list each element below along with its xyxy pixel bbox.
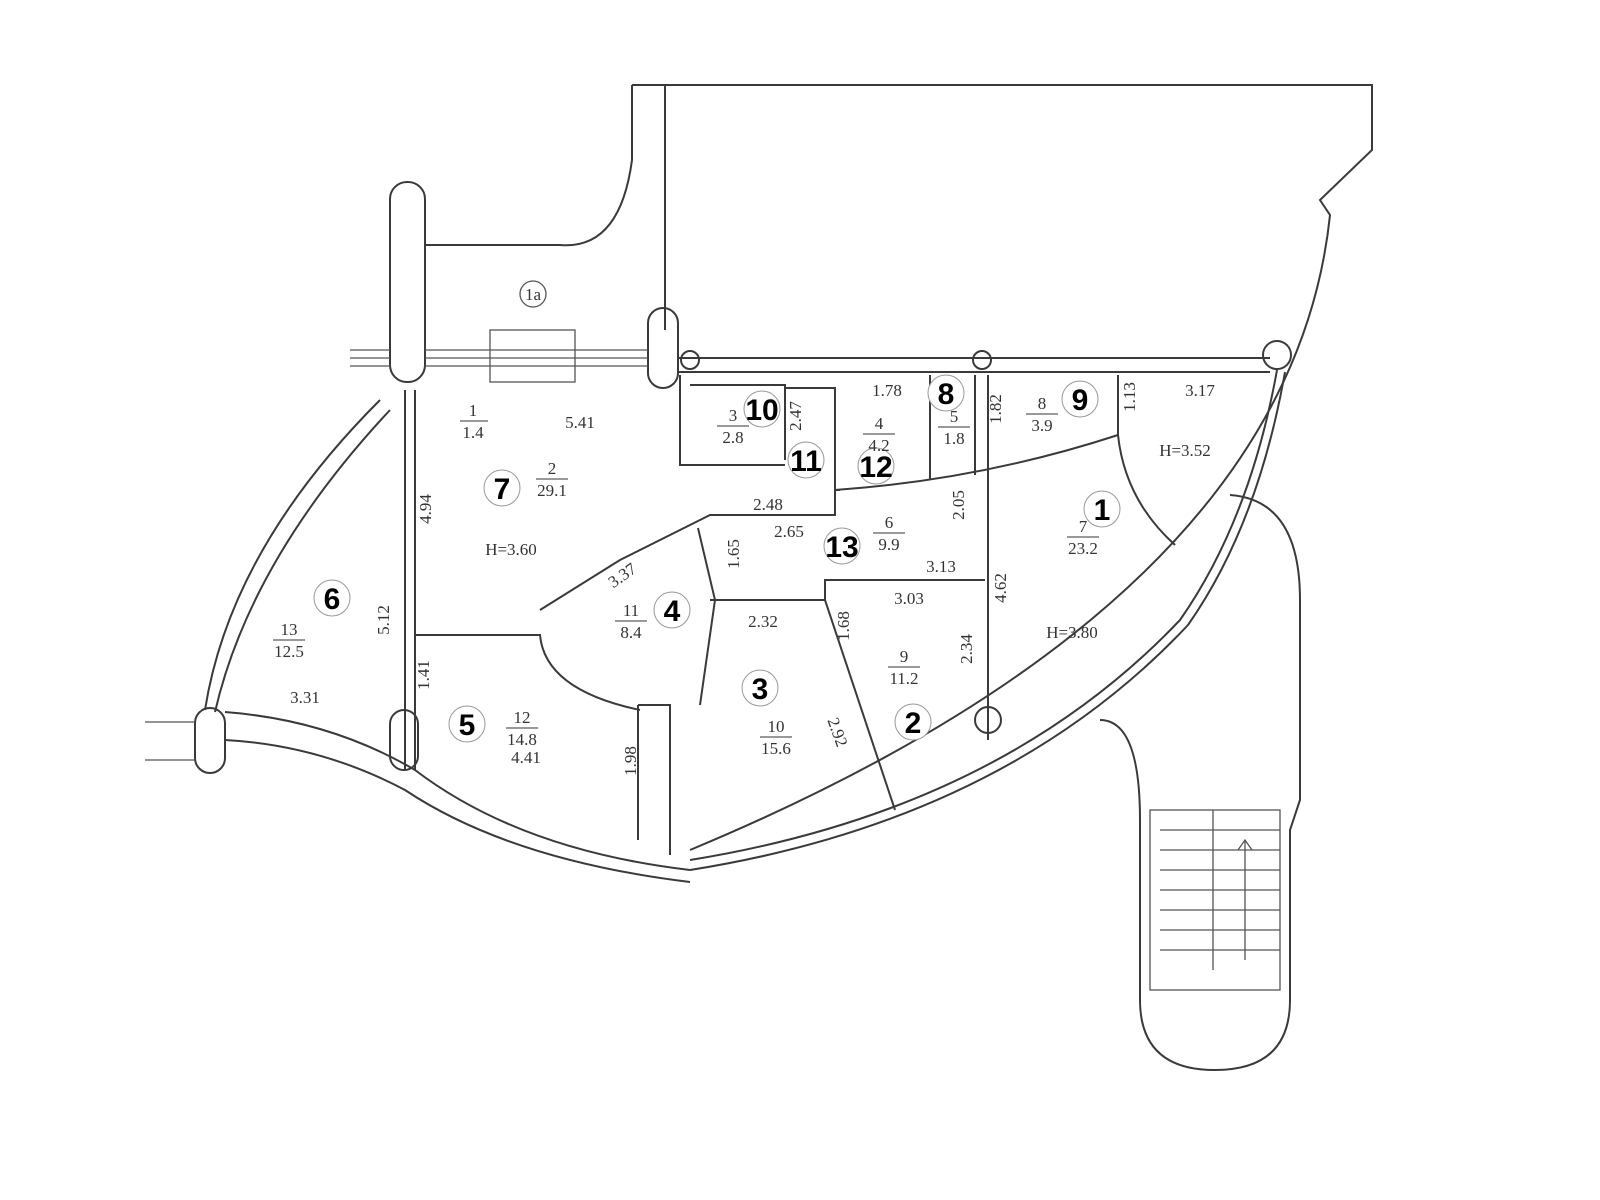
balcony-room-label: 1 1.4 <box>460 401 488 442</box>
room-7: 7 2 29.1 <box>483 459 568 507</box>
room-marker: 11 <box>790 445 822 478</box>
room-marker-circle <box>1083 490 1121 528</box>
room-marker: 13 <box>825 531 858 564</box>
room-marker: 7 <box>494 473 511 506</box>
room-marker-circle <box>743 390 781 428</box>
svg-text:1a: 1a <box>525 285 542 304</box>
room-number: 6 <box>885 513 894 532</box>
dimension-label: 1.82 <box>986 394 1005 424</box>
room-marker: 8 <box>938 378 955 411</box>
room-marker: 10 <box>745 394 778 427</box>
room-marker-circle <box>823 527 861 565</box>
dimension-label: H=3.80 <box>1046 623 1098 642</box>
dimension-label: 2.65 <box>774 522 804 541</box>
room-number: 7 <box>1079 517 1088 536</box>
dimension-label: 3.37 <box>605 559 641 592</box>
room-number: 10 <box>768 717 785 736</box>
dimension-label: 2.34 <box>957 634 976 664</box>
room-marker: 5 <box>459 709 476 742</box>
room-area: 1.8 <box>943 429 964 448</box>
room-9: 983.9 <box>1026 380 1099 435</box>
dimension-label: 4.41 <box>511 748 541 767</box>
room-area: 14.8 <box>507 730 537 749</box>
dimension-label: 1.98 <box>621 746 640 776</box>
room-number: 11 <box>623 601 639 620</box>
room-area: 3.9 <box>1031 416 1052 435</box>
room-number: 13 <box>281 620 298 639</box>
room-marker: 12 <box>859 451 892 484</box>
room-12: 12 4 4.2 <box>857 414 895 485</box>
dimension-label: 1.65 <box>724 539 743 569</box>
walls <box>145 84 1373 1072</box>
dimension-label: 1.13 <box>1120 382 1139 412</box>
dimension-label: 2.92 <box>824 715 852 749</box>
room-marker-circle <box>857 447 895 485</box>
room-6: 6 13 12.5 <box>273 579 351 661</box>
room-area: 12.5 <box>274 642 304 661</box>
room-area: 11.2 <box>889 669 918 688</box>
room-number: 9 <box>900 647 909 666</box>
dimension-label: 2.05 <box>949 490 968 520</box>
room-marker: 2 <box>905 707 922 740</box>
room-marker-circle <box>894 703 932 741</box>
room-area: 8.4 <box>620 623 642 642</box>
room-marker: 4 <box>664 595 681 628</box>
room-marker-circle <box>483 469 521 507</box>
room-13: 13 6 9.9 <box>823 513 905 565</box>
dimension-label: 3.13 <box>926 557 956 576</box>
dimension-label: H=3.60 <box>485 540 537 559</box>
room-area: 15.6 <box>761 739 791 758</box>
dimension-label: 4.62 <box>991 573 1010 603</box>
dimension-label: 1.68 <box>834 611 853 641</box>
room-marker-circle <box>741 669 779 707</box>
room-number: 5 <box>950 407 959 426</box>
room-area: 29.1 <box>537 481 567 500</box>
room-marker: 6 <box>324 583 341 616</box>
room-11: 11 <box>787 441 825 479</box>
dimension-label: 1.78 <box>872 381 902 400</box>
room-3: 3 10 15.6 <box>741 669 792 758</box>
room-10: 10 3 2.8 <box>717 390 781 447</box>
room-marker-circle <box>448 705 486 743</box>
dimension-label: 3.31 <box>290 688 320 707</box>
room-number: 8 <box>1038 394 1047 413</box>
dimension-label: 3.03 <box>894 589 924 608</box>
room-marker-circle <box>787 441 825 479</box>
dimension-label: 2.47 <box>786 401 805 431</box>
svg-text:1.4: 1.4 <box>462 423 484 442</box>
room-area: 23.2 <box>1068 539 1098 558</box>
room-area: 4.2 <box>868 436 889 455</box>
dimension-label: 2.32 <box>748 612 778 631</box>
dimension-label: 2.48 <box>753 495 783 514</box>
room-marker-circle <box>1061 380 1099 418</box>
room-8: 851.8 <box>927 374 970 448</box>
dimension-label: 5.12 <box>374 605 393 635</box>
dimension-label: 1.41 <box>414 660 433 690</box>
svg-text:1: 1 <box>469 401 478 420</box>
room-1: 17 23.2 <box>1067 490 1121 558</box>
room-number: 4 <box>875 414 884 433</box>
room-marker-circle <box>653 591 691 629</box>
room-5: 5 12 14.8 <box>448 705 538 749</box>
room-marker: 1 <box>1094 494 1111 527</box>
dimension-label: 5.41 <box>565 413 595 432</box>
room-marker-circle <box>313 579 351 617</box>
room-2: 2 9 11.2 <box>888 647 932 741</box>
dimension-label: 3.17 <box>1185 381 1215 400</box>
room-number: 3 <box>729 406 738 425</box>
room-area: 9.9 <box>878 535 899 554</box>
room-4: 4 11 8.4 <box>615 591 691 642</box>
room-number: 2 <box>548 459 557 478</box>
room-marker: 3 <box>752 673 769 706</box>
room-area: 2.8 <box>722 428 743 447</box>
dimension-label: H=3.52 <box>1159 441 1211 460</box>
balcony-marker: 1a <box>519 280 547 308</box>
room-marker: 9 <box>1072 384 1089 417</box>
dimension-label: 4.94 <box>416 494 435 524</box>
room-number: 12 <box>514 708 531 727</box>
room-marker-circle <box>927 374 965 412</box>
